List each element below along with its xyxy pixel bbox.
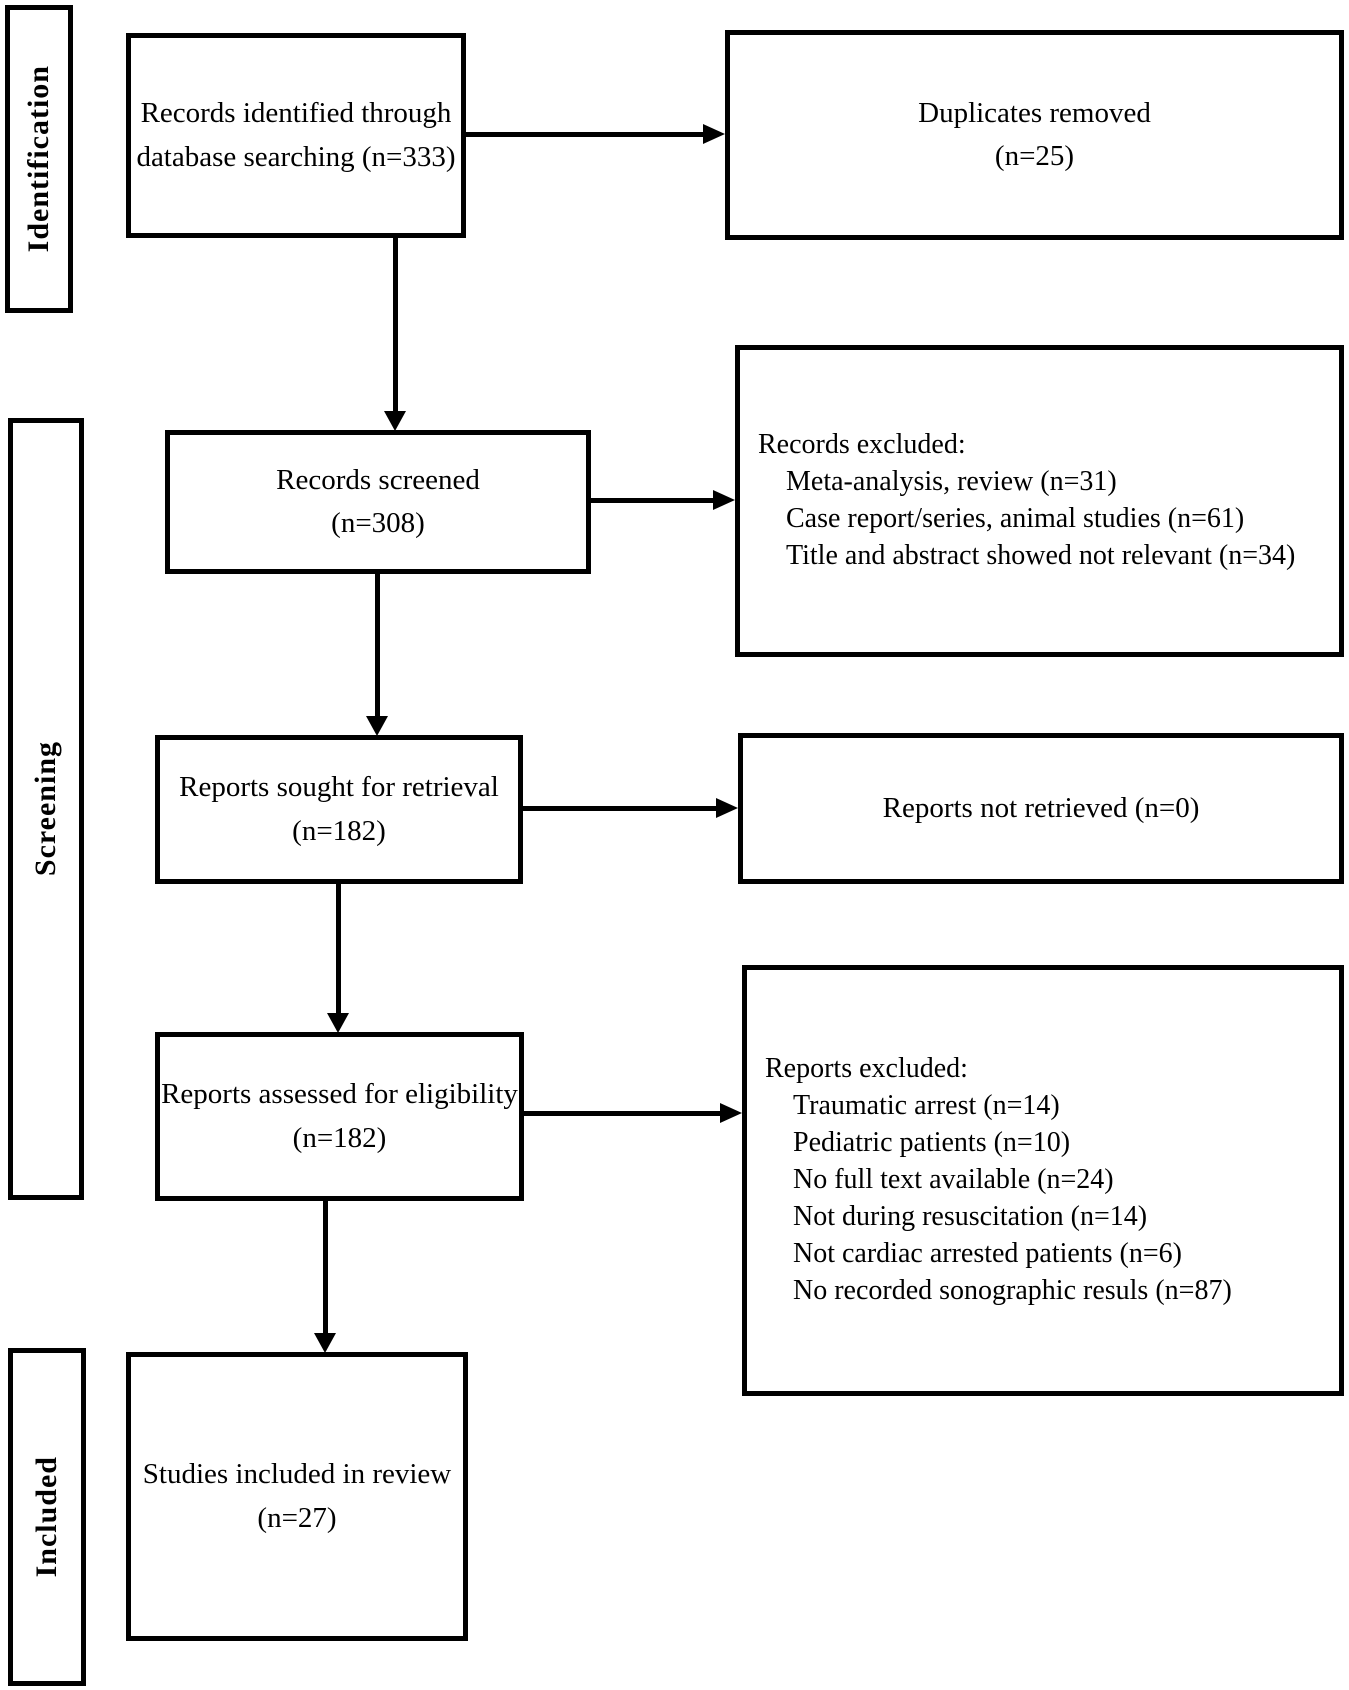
arrow-identified-to-duplicates-line: [465, 132, 705, 137]
duplicates-removed-box: Duplicates removed (n=25): [725, 30, 1344, 240]
arrow-right-icon: [713, 490, 735, 510]
reports-excluded-item: Not during resuscitation (n=14): [793, 1200, 1148, 1232]
stage-identification: Identification: [5, 5, 73, 313]
records-identified-line2: database searching (n=333): [136, 140, 456, 173]
records-screened-box: Records screened (n=308): [165, 430, 591, 574]
reports-not-retrieved-line1: Reports not retrieved (n=0): [882, 791, 1200, 824]
arrow-assessed-to-excluded-line: [523, 1111, 722, 1116]
records-excluded-item: Case report/series, animal studies (n=61…: [786, 503, 1245, 534]
reports-assessed-line2: (n=182): [292, 1121, 387, 1154]
arrow-down-icon: [327, 1013, 349, 1033]
records-excluded-item: Title and abstract showed not relevant (…: [786, 539, 1296, 571]
reports-excluded-box: Reports excluded: Traumatic arrest (n=14…: [742, 965, 1344, 1396]
reports-excluded-item: Traumatic arrest (n=14): [793, 1090, 1060, 1122]
reports-sought-box: Reports sought for retrieval (n=182): [155, 735, 523, 884]
duplicates-removed-line1: Duplicates removed: [918, 96, 1151, 129]
records-screened-line1: Records screened: [276, 463, 480, 496]
duplicates-removed-line2: (n=25): [994, 140, 1075, 172]
reports-sought-line1: Reports sought for retrieval: [179, 771, 499, 803]
records-excluded-box: Records excluded: Meta-analysis, review …: [735, 345, 1344, 657]
records-identified-line1: Records identified through: [140, 97, 452, 129]
stage-included: Included: [8, 1348, 86, 1686]
stage-identification-label: Identification: [22, 65, 55, 253]
reports-excluded-item: Not cardiac arrested patients (n=6): [793, 1237, 1182, 1269]
arrow-screened-to-excluded-line: [590, 498, 715, 503]
reports-excluded-item: No full text available (n=24): [793, 1164, 1114, 1196]
studies-included-line2: (n=27): [257, 1501, 337, 1534]
arrow-right-icon: [703, 124, 725, 144]
reports-excluded-heading: Reports excluded:: [765, 1053, 968, 1085]
records-identified-box: Records identified through database sear…: [126, 33, 466, 238]
arrow-down-icon: [366, 716, 388, 736]
arrow-screened-to-sought-line: [375, 573, 380, 717]
studies-included-box: Studies included in review (n=27): [126, 1352, 468, 1641]
records-screened-line2: (n=308): [331, 507, 425, 539]
stage-included-label: Included: [30, 1456, 63, 1578]
reports-excluded-item: No recorded sonographic resuls (n=87): [793, 1274, 1232, 1306]
arrow-down-icon: [384, 411, 406, 431]
stage-screening: Screening: [8, 418, 84, 1200]
arrow-right-icon: [716, 798, 738, 818]
reports-assessed-box: Reports assessed for eligibility (n=182): [155, 1032, 524, 1201]
reports-sought-line2: (n=182): [292, 814, 386, 847]
arrow-sought-to-not-retrieved-line: [522, 806, 718, 811]
stage-screening-label: Screening: [29, 741, 62, 877]
reports-assessed-line1: Reports assessed for eligibility: [161, 1078, 518, 1110]
reports-not-retrieved-box: Reports not retrieved (n=0): [738, 733, 1344, 884]
arrow-identified-to-screened-line: [393, 238, 398, 412]
records-excluded-heading: Records excluded:: [758, 429, 966, 461]
arrow-sought-to-assessed-line: [336, 883, 341, 1014]
arrow-right-icon: [720, 1103, 742, 1123]
arrow-down-icon: [314, 1333, 336, 1353]
studies-included-line1: Studies included in review: [142, 1458, 452, 1490]
reports-excluded-item: Pediatric patients (n=10): [793, 1127, 1071, 1159]
arrow-assessed-to-included-line: [323, 1200, 328, 1334]
records-excluded-item: Meta-analysis, review (n=31): [786, 466, 1117, 498]
